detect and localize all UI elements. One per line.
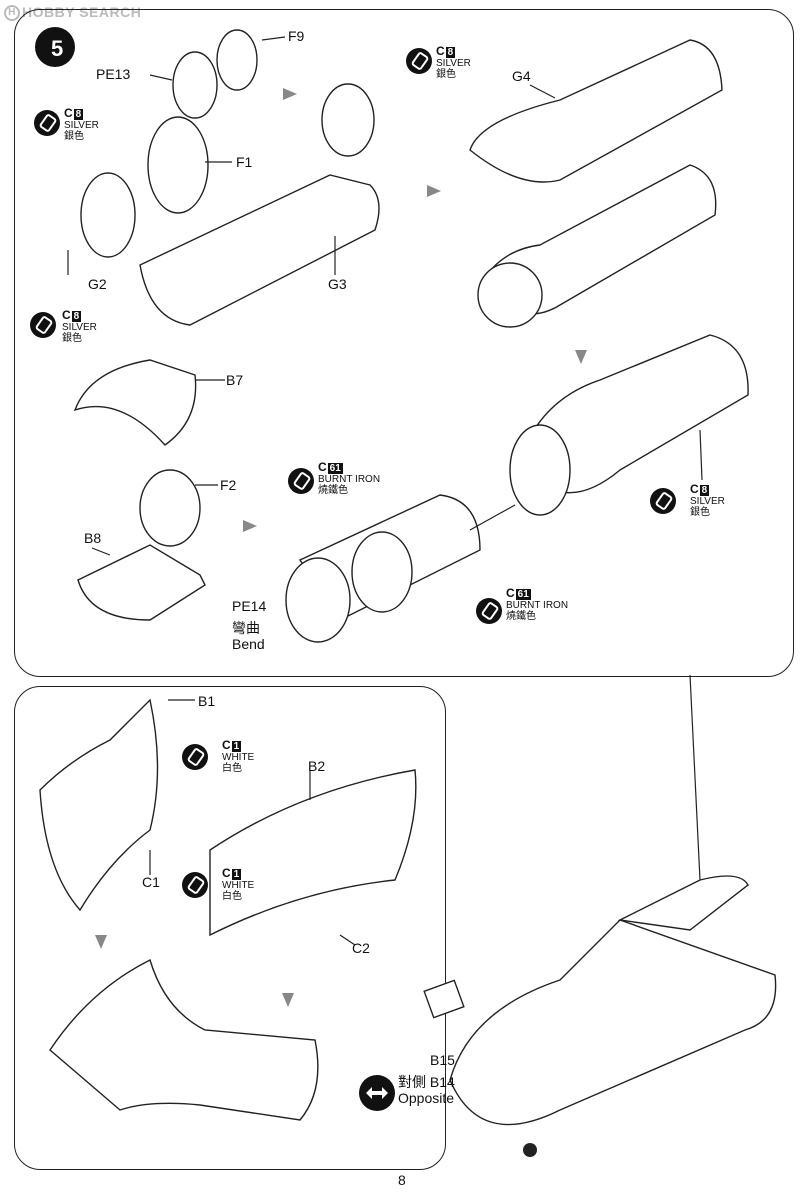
- part-label-b2: B2: [308, 758, 326, 774]
- part-label-b7: B7: [226, 372, 244, 388]
- installed-engine: [617, 875, 749, 931]
- paint-badge-icon: [182, 872, 208, 898]
- paint-num: 61: [327, 463, 343, 474]
- step-number-circle: [35, 27, 75, 67]
- turbine-face: [477, 262, 543, 328]
- hobby-logo-icon: H: [4, 5, 20, 22]
- part-label-pe14: PE14: [232, 598, 267, 614]
- opposite-label-zh: 對側 B14: [398, 1074, 455, 1090]
- paint-code: C: [62, 308, 71, 322]
- part-label-f2: F2: [220, 477, 237, 493]
- paint-code: C: [222, 738, 231, 752]
- f1-part: [147, 116, 209, 214]
- paint-num: 61: [515, 589, 531, 600]
- paint-code: C: [318, 460, 327, 474]
- part-label-f1: F1: [236, 154, 253, 170]
- paint-name: SILVER: [62, 322, 97, 333]
- g4-part: [469, 39, 723, 183]
- paint-num: 8: [73, 109, 84, 120]
- paint-name: BURNT IRON: [318, 474, 381, 485]
- paint-badge-icon: [476, 598, 502, 624]
- part-label-b1: B1: [198, 693, 216, 709]
- step-number: 5: [51, 36, 64, 61]
- paint-code: C: [222, 866, 231, 880]
- paint-code: C: [690, 482, 699, 496]
- paint-badge-icon: [182, 744, 208, 770]
- paint-num: 8: [71, 311, 82, 322]
- bend-label-zh: 彎曲: [232, 620, 260, 636]
- paint-badge-icon: [30, 312, 56, 338]
- step-panel-bottom: [14, 686, 446, 1170]
- step-panel-top: [14, 9, 794, 677]
- paint-name-zh: 白色: [222, 891, 242, 902]
- paint-name: WHITE: [222, 880, 255, 891]
- paint-name-zh: 燒鐵色: [318, 485, 348, 496]
- burner-ring: [351, 531, 413, 613]
- aircraft-fuselage: [449, 919, 777, 1126]
- part-label-g2: G2: [88, 276, 107, 292]
- intake-assembly: [49, 959, 319, 1121]
- paint-badge-icon: [288, 468, 314, 494]
- pe13-part: [172, 51, 218, 119]
- b8-part: [77, 544, 206, 621]
- paint-num: 8: [699, 485, 710, 496]
- part-label-pe13: PE13: [96, 66, 131, 82]
- paint-code: C: [436, 44, 445, 58]
- paint-name: SILVER: [64, 120, 99, 131]
- paint-name-zh: 銀色: [64, 131, 84, 142]
- paint-name-zh: 燒鐵色: [506, 611, 536, 622]
- part-label-b8: B8: [84, 530, 102, 546]
- paint-name: SILVER: [690, 496, 725, 507]
- paint-badge-icon: [650, 488, 676, 514]
- pe14-part: [285, 557, 351, 643]
- paint-name-zh: 銀色: [436, 69, 456, 80]
- paint-badge-icon: [406, 48, 432, 74]
- paint-code: C: [506, 586, 515, 600]
- paint-name: BURNT IRON: [506, 600, 569, 611]
- f2-part: [139, 469, 201, 547]
- bend-label-en: Bend: [232, 636, 265, 652]
- paint-badge-icon: [34, 110, 60, 136]
- b15-part: [423, 979, 465, 1019]
- nozzle-face: [509, 424, 571, 516]
- paint-name: SILVER: [436, 58, 471, 69]
- part-label-c2: C2: [352, 940, 370, 956]
- landing-wheel: [523, 1143, 537, 1157]
- b1-part: [39, 698, 159, 912]
- paint-name-zh: 銀色: [690, 507, 710, 518]
- page-number: 8: [398, 1172, 406, 1188]
- paint-num: 8: [445, 47, 456, 58]
- paint-code: C: [64, 106, 73, 120]
- paint-name-zh: 銀色: [62, 333, 82, 344]
- part-label-g3: G3: [328, 276, 347, 292]
- g2-part: [80, 172, 136, 258]
- part-label-c1: C1: [142, 874, 160, 890]
- b7-part: [73, 359, 197, 446]
- paint-num: 1: [231, 741, 242, 752]
- b2-part: [209, 769, 417, 937]
- paint-name: WHITE: [222, 752, 255, 763]
- f9-part: [216, 29, 258, 91]
- opposite-label-en: Opposite: [398, 1090, 455, 1106]
- paint-name-zh: 白色: [222, 763, 242, 774]
- disc-part: [321, 83, 375, 157]
- paint-num: 1: [231, 869, 242, 880]
- part-label-g4: G4: [512, 68, 531, 84]
- part-label-f9: F9: [288, 28, 305, 44]
- part-label-b15: B15: [430, 1052, 455, 1068]
- g3-part: [139, 174, 380, 326]
